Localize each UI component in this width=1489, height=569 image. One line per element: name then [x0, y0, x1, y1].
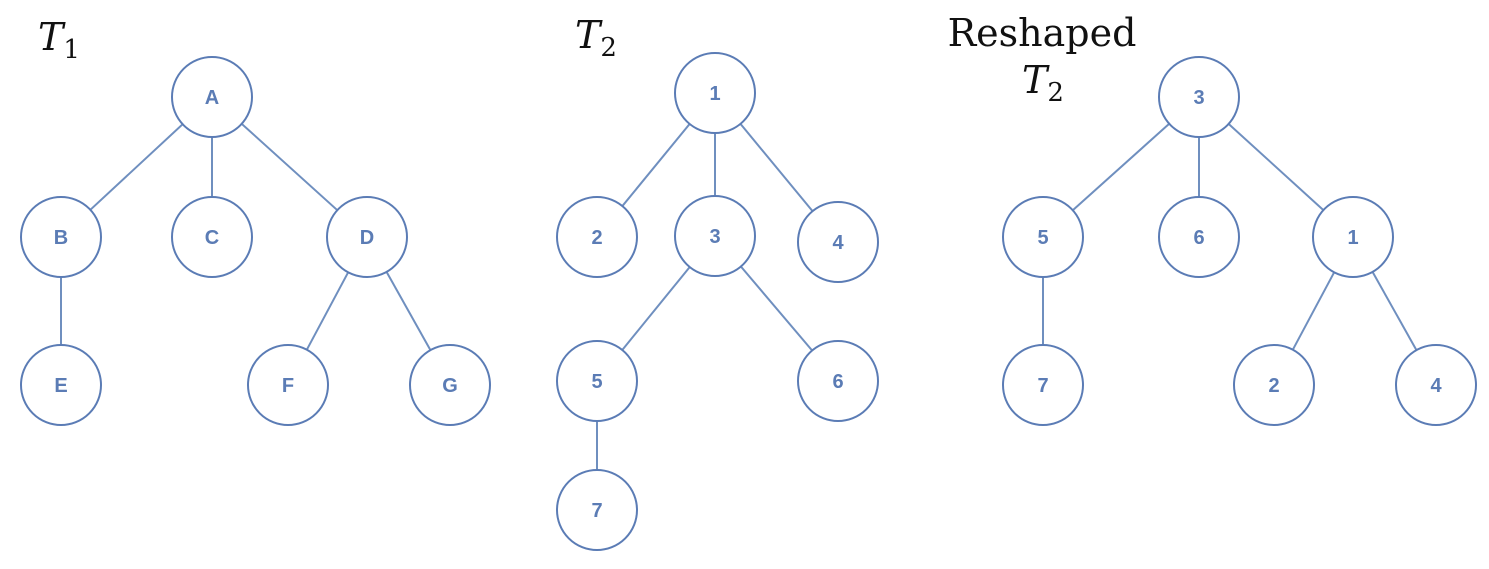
node-t2-5-label: 5	[591, 371, 602, 393]
svg-text:T2: T2	[1022, 58, 1064, 108]
node-t1-E: E	[20, 344, 102, 426]
edge-reshaped-3-1	[1227, 123, 1325, 211]
node-t2-4-circle	[797, 201, 879, 283]
edges-layer	[60, 122, 1418, 470]
node-t2-2-circle	[556, 196, 638, 278]
node-reshaped-2-circle	[1233, 344, 1315, 426]
node-t2-2: 2	[556, 196, 638, 278]
node-t2-7-label: 7	[591, 500, 602, 522]
node-reshaped-2-label: 2	[1268, 375, 1279, 397]
node-reshaped-5: 5	[1002, 196, 1084, 278]
node-reshaped-7: 7	[1002, 344, 1084, 426]
node-t1-D-circle	[326, 196, 408, 278]
node-t2-3-circle	[674, 195, 756, 277]
node-t1-E-circle	[20, 344, 102, 426]
edge-t2-1-2	[621, 123, 691, 207]
node-reshaped-1: 1	[1312, 196, 1394, 278]
node-t1-B-label: B	[54, 227, 68, 249]
node-t1-F-label: F	[282, 375, 294, 397]
node-t2-3: 3	[674, 195, 756, 277]
node-reshaped-6-circle	[1158, 196, 1240, 278]
node-reshaped-3-label: 3	[1193, 87, 1204, 109]
edge-t2-1-4	[739, 123, 814, 212]
node-reshaped-1-label: 1	[1347, 227, 1358, 249]
node-reshaped-6: 6	[1158, 196, 1240, 278]
node-reshaped-3-circle	[1158, 56, 1240, 138]
title-t2-subscript: 2	[600, 33, 617, 63]
title-t2-symbol: T	[575, 13, 603, 57]
edge-reshaped-1-2	[1291, 271, 1336, 351]
node-t1-C: C	[171, 196, 253, 278]
title-t1: T1	[38, 15, 80, 65]
title-reshaped-subscript: 2	[1047, 78, 1064, 108]
title-t1-subscript: 1	[63, 35, 80, 65]
node-reshaped-4-label: 4	[1430, 375, 1442, 397]
node-t1-E-label: E	[54, 375, 67, 397]
node-t1-C-label: C	[205, 227, 219, 249]
node-t1-D: D	[326, 196, 408, 278]
node-t2-6-label: 6	[832, 371, 843, 393]
node-reshaped-4: 4	[1395, 344, 1477, 426]
node-reshaped-7-circle	[1002, 344, 1084, 426]
node-t2-5: 5	[556, 340, 638, 422]
node-reshaped-4-circle	[1395, 344, 1477, 426]
node-t2-7: 7	[556, 469, 638, 551]
svg-text:T1: T1	[38, 15, 80, 65]
edge-t1-A-D	[241, 123, 338, 211]
edge-reshaped-3-5	[1072, 122, 1170, 212]
node-reshaped-6-label: 6	[1193, 227, 1204, 249]
node-t1-B-circle	[20, 196, 102, 278]
nodes-layer: A B C D E F G 1 2 3 4 5 6 7 3 5 6 1 7 2 4	[20, 52, 1477, 551]
node-t2-4-label: 4	[832, 232, 844, 254]
title-reshaped-symbol: T	[1022, 58, 1050, 102]
node-reshaped-7-label: 7	[1037, 375, 1048, 397]
node-t2-6-circle	[797, 340, 879, 422]
node-reshaped-5-label: 5	[1037, 227, 1048, 249]
title-reshaped-prefix: Reshaped	[948, 11, 1137, 55]
edge-t2-3-6	[740, 265, 813, 352]
node-t1-C-circle	[171, 196, 253, 278]
node-t1-F: F	[247, 344, 329, 426]
node-reshaped-3: 3	[1158, 56, 1240, 138]
node-t2-4: 4	[797, 201, 879, 283]
node-t2-7-circle	[556, 469, 638, 551]
node-t2-6: 6	[797, 340, 879, 422]
edge-t1-A-B	[89, 123, 184, 211]
node-t1-B: B	[20, 196, 102, 278]
node-t1-D-label: D	[360, 227, 374, 249]
node-t2-1-circle	[674, 52, 756, 134]
edge-reshaped-1-4	[1371, 271, 1418, 351]
title-t2: T2	[575, 13, 617, 63]
edge-t2-3-5	[621, 266, 691, 351]
node-t1-G-circle	[409, 344, 491, 426]
node-t1-G: G	[409, 344, 491, 426]
node-t2-3-label: 3	[709, 226, 720, 248]
node-t2-1: 1	[674, 52, 756, 134]
node-t1-F-circle	[247, 344, 329, 426]
node-reshaped-2: 2	[1233, 344, 1315, 426]
node-t1-A-circle	[171, 56, 253, 138]
node-t2-5-circle	[556, 340, 638, 422]
node-reshaped-5-circle	[1002, 196, 1084, 278]
node-t2-1-label: 1	[709, 83, 720, 105]
node-t1-G-label: G	[442, 375, 458, 397]
node-t2-2-label: 2	[591, 227, 602, 249]
edge-t1-D-F	[305, 271, 350, 351]
edge-t1-D-G	[385, 271, 432, 351]
title-reshaped-t2: Reshaped T2	[948, 11, 1137, 108]
title-t1-symbol: T	[38, 15, 66, 59]
node-reshaped-1-circle	[1312, 196, 1394, 278]
node-t1-A-label: A	[205, 87, 219, 109]
node-t1-A: A	[171, 56, 253, 138]
svg-text:T2: T2	[575, 13, 617, 63]
